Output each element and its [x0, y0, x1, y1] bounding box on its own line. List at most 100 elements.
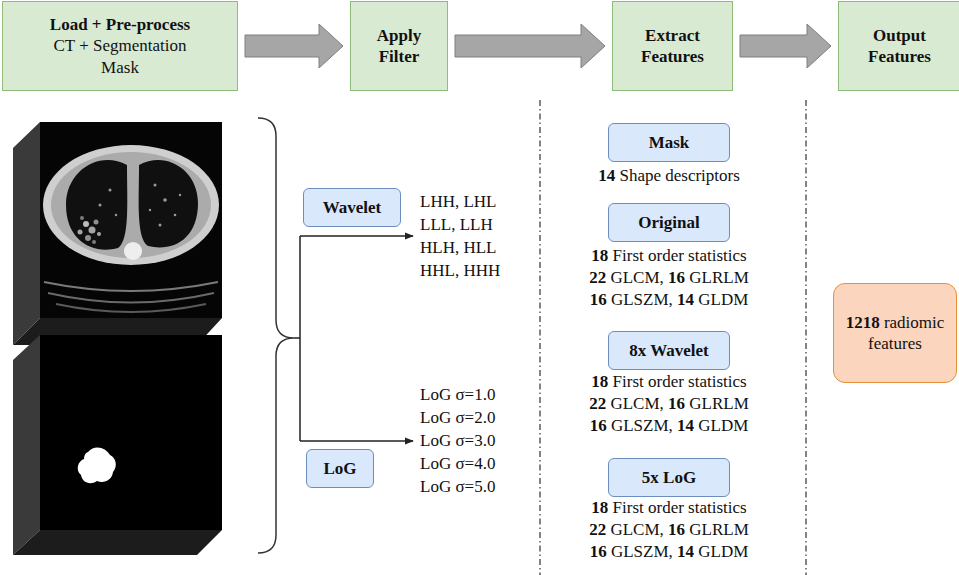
filter-name: HHL, HHH	[420, 261, 500, 281]
text-run: 16	[668, 394, 685, 413]
text-run: Shape descriptors	[615, 166, 740, 185]
filter-name: LoG σ=2.0	[420, 408, 495, 428]
flow-arrow	[455, 24, 605, 68]
flow-arrow	[245, 24, 343, 68]
text-run: GLSZM,	[607, 290, 677, 309]
ct-slice	[40, 122, 222, 318]
node-title: LoG	[323, 458, 356, 479]
node-title: Wavelet	[323, 197, 382, 218]
feature-count: 18 First order statistics	[591, 372, 746, 392]
volume-side	[13, 122, 40, 345]
node-title: Original	[638, 212, 699, 233]
text-run: First order statistics	[608, 498, 746, 517]
text-run: 1218	[846, 313, 880, 332]
text-run: 18	[591, 372, 608, 391]
lung	[66, 160, 127, 250]
curly-bracket	[258, 118, 294, 553]
text-run: GLSZM,	[607, 416, 677, 435]
flow-arrow	[740, 24, 831, 68]
feature-box: Original	[608, 203, 730, 242]
process-box: Apply Filter	[350, 1, 448, 91]
feature-box: Wavelet	[303, 188, 401, 227]
scanner-table	[44, 282, 218, 291]
spine	[124, 242, 142, 260]
text-run: 16	[590, 290, 607, 309]
text-run: 22	[589, 520, 606, 539]
text-run: 18	[591, 498, 608, 517]
feature-count: 18 First order statistics	[591, 498, 746, 518]
feature-box: 5x LoG	[608, 458, 730, 497]
text-run: 14	[677, 290, 694, 309]
text-run: 14	[677, 542, 694, 561]
node-title: 8x Wavelet	[629, 340, 708, 361]
volume-bottom	[13, 530, 222, 555]
text-run: radiomic features	[868, 313, 944, 353]
feature-count: 22 GLCM, 16 GLRLM	[589, 394, 749, 414]
node-title: Load + Pre-process	[50, 14, 190, 35]
text-run: GLDM	[694, 542, 748, 561]
node-title: Mask	[649, 132, 690, 153]
text-run: First order statistics	[608, 372, 746, 391]
text-run: 16	[590, 416, 607, 435]
body-outline	[43, 145, 219, 265]
lesion	[78, 216, 102, 244]
text-run: 22	[589, 268, 606, 287]
text-run: 14	[677, 416, 694, 435]
text-run: 16	[668, 268, 685, 287]
branch-line	[294, 236, 300, 441]
ct-volume	[13, 122, 222, 345]
filter-name: LLL, LLH	[420, 215, 493, 235]
branch-arrow	[300, 440, 413, 442]
text-run: First order statistics	[608, 246, 746, 265]
feature-count: 16 GLSZM, 14 GLDM	[590, 542, 749, 562]
node-subtitle: CT + Segmentation Mask	[45, 35, 195, 78]
text-run: 14	[598, 166, 615, 185]
text-run: GLRLM	[685, 520, 749, 539]
feature-box: 8x Wavelet	[608, 331, 730, 370]
output-box: 1218 radiomic features	[833, 283, 957, 383]
text-run: 16	[668, 520, 685, 539]
feature-count: 22 GLCM, 16 GLRLM	[589, 268, 749, 288]
filter-name: LoG σ=1.0	[420, 385, 495, 405]
scanner-table	[56, 304, 206, 312]
filter-name: LoG σ=5.0	[420, 477, 495, 497]
text-run: 18	[591, 246, 608, 265]
feature-count: 18 First order statistics	[591, 246, 746, 266]
text-run: GLRLM	[685, 268, 749, 287]
text-run: 16	[590, 542, 607, 561]
mask-slice	[40, 335, 222, 530]
ct-anatomy	[43, 145, 219, 312]
filter-name: LoG σ=4.0	[420, 454, 495, 474]
lung	[139, 160, 198, 248]
filter-name: LHH, LHL	[420, 192, 496, 212]
feature-count: 14 Shape descriptors	[598, 166, 740, 186]
vessels	[99, 184, 182, 227]
volume-side	[13, 335, 40, 555]
feature-box: Mask	[608, 123, 730, 162]
feature-count: 22 GLCM, 16 GLRLM	[589, 520, 749, 540]
text-run: GLSZM,	[607, 542, 677, 561]
filter-name: LoG σ=3.0	[420, 431, 495, 451]
feature-box: LoG	[306, 449, 374, 488]
text-run: GLRLM	[685, 394, 749, 413]
text-run: GLCM,	[606, 394, 668, 413]
text-run: 22	[589, 394, 606, 413]
node-title: Output Features	[845, 25, 954, 68]
feature-count: 16 GLSZM, 14 GLDM	[590, 290, 749, 310]
node-title: 1218 radiomic features	[843, 312, 947, 355]
node-title: Apply Filter	[357, 25, 441, 68]
text-run: GLDM	[694, 416, 748, 435]
text-run: GLDM	[694, 290, 748, 309]
column-divider	[539, 100, 540, 575]
text-run: GLCM,	[606, 520, 668, 539]
branch-arrow	[300, 235, 413, 237]
text-run: GLCM,	[606, 268, 668, 287]
process-box: Extract Features	[612, 1, 733, 91]
segmentation-blob	[78, 448, 116, 484]
column-divider	[805, 100, 806, 575]
mask-volume	[13, 335, 222, 555]
feature-count: 16 GLSZM, 14 GLDM	[590, 416, 749, 436]
node-title: Extract Features	[619, 25, 726, 68]
process-box: Load + Pre-processCT + Segmentation Mask	[2, 1, 238, 91]
